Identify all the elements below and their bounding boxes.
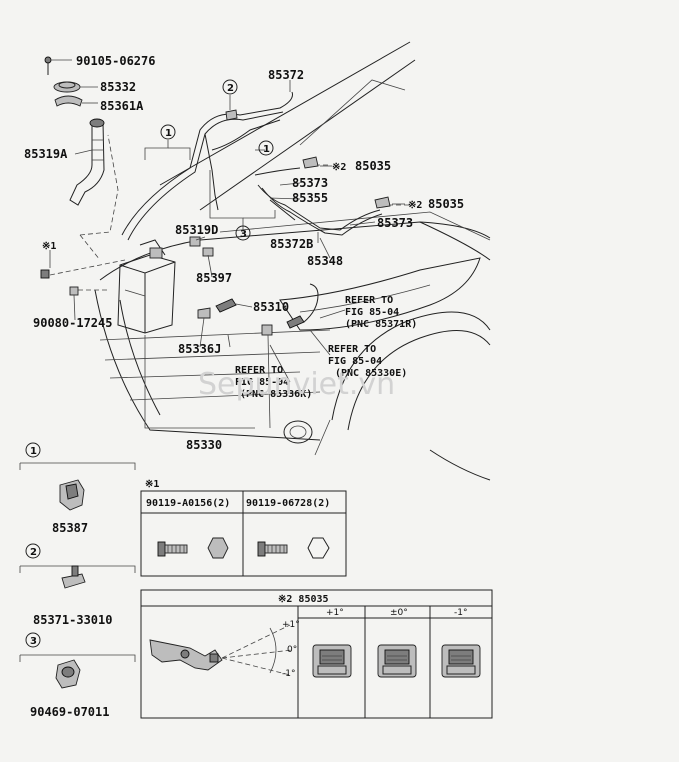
bolt-icon [257, 541, 288, 557]
legend-item-2: 2 85371-33010 [19, 543, 136, 627]
label-90105-06276: 90105-06276 [76, 54, 155, 68]
refer1-line3: (PNC 85371R) [345, 319, 417, 330]
label-85373-b: 85373 [377, 216, 413, 230]
angle-label-minus1: -1° [282, 669, 295, 679]
callout-1-b: 1 [263, 144, 270, 155]
bolt-table-col2: 90119-06728(2) [246, 498, 330, 509]
bolt-icon [157, 541, 188, 557]
label-90469-07011: 90469-07011 [30, 705, 109, 719]
marker-asterisk1: ※1 [42, 241, 56, 252]
label-85336j: 85336J [178, 342, 221, 356]
washer-tank [117, 239, 176, 334]
refer2-line3: (PNC 85330E) [335, 368, 407, 379]
legend-circle-3: 3 [30, 636, 37, 647]
label-85387: 85387 [52, 521, 88, 535]
marker-asterisk2-b: ※2 [408, 200, 422, 211]
label-85319a: 85319A [24, 147, 68, 161]
bolt-table: ※1 90119-A0156(2) 90119-06728(2) [140, 479, 347, 577]
legend-circle-1: 1 [30, 446, 37, 457]
legend-circle-2: 2 [30, 547, 37, 558]
nozzle-table: ※2 85035 +1° ±0° -1° +1° 0° -1° [140, 589, 493, 719]
label-85319d: 85319D [175, 223, 218, 237]
washer-nozzle-icon [149, 624, 293, 676]
label-85355: 85355 [292, 191, 328, 205]
refer2-line2: FIG 85-04 [328, 356, 382, 367]
nozzle-front-plus1-icon [312, 644, 352, 678]
angle-label-zero: 0° [287, 645, 297, 655]
watermark: Sepunviet.vn [198, 367, 395, 402]
angle-label-plus1: +1° [282, 620, 300, 630]
nozzle-front-zero-icon [377, 644, 417, 678]
refer3-line3: (PNC 85336K) [240, 389, 312, 400]
bolt-table-title: ※1 [145, 479, 159, 490]
leader-lines [49, 59, 405, 429]
hex-nut-icon [307, 537, 330, 559]
label-85310: 85310 [253, 300, 289, 314]
refer-notes: REFER TO FIG 85-04 (PNC 85371R) REFER TO… [235, 295, 417, 400]
label-85372: 85372 [268, 68, 304, 82]
label-85035-a: 85035 [355, 159, 391, 173]
refer3-line2: FIG 85-04 [235, 377, 289, 388]
label-85372b: 85372B [270, 237, 313, 251]
label-85361a: 85361A [100, 99, 144, 113]
nozzle-front-minus1-icon [441, 644, 481, 678]
nozzle-header-minus1: -1° [454, 608, 467, 618]
nozzle-header-zero: ±0° [390, 608, 408, 618]
label-90080-17245: 90080-17245 [33, 316, 112, 330]
pumps-and-fittings [40, 109, 391, 336]
circle-callouts: 1 2 1 3 [160, 79, 274, 241]
filler-neck [69, 118, 105, 206]
part-labels: 90105-06276 85332 85361A 85319A 85372 85… [24, 54, 464, 452]
refer2-line1: REFER TO [328, 344, 376, 355]
refer1-line2: FIG 85-04 [345, 307, 399, 318]
legend-item-1: 1 85387 [19, 442, 136, 535]
callout-1-a: 1 [165, 128, 172, 139]
label-85035-b: 85035 [428, 197, 464, 211]
refer1-line1: REFER TO [345, 295, 393, 306]
refer3-line1: REFER TO [235, 365, 283, 376]
label-85373-a: 85373 [292, 176, 328, 190]
label-85348: 85348 [307, 254, 343, 268]
label-85332: 85332 [100, 80, 136, 94]
marker-asterisk2-a: ※2 [332, 162, 346, 173]
nozzle-table-title: ※2 85035 [278, 594, 329, 605]
hex-nut-icon [207, 537, 229, 559]
bolt-table-col1: 90119-A0156(2) [146, 498, 230, 509]
nozzle-header-plus1: +1° [326, 608, 344, 618]
label-85330: 85330 [186, 438, 222, 452]
callout-2-a: 2 [227, 83, 234, 94]
label-85371-33010: 85371-33010 [33, 613, 112, 627]
label-85397: 85397 [196, 271, 232, 285]
callout-3-a: 3 [240, 229, 247, 240]
legend-item-3: 3 90469-07011 [19, 632, 136, 719]
vehicle-outline [94, 41, 491, 481]
